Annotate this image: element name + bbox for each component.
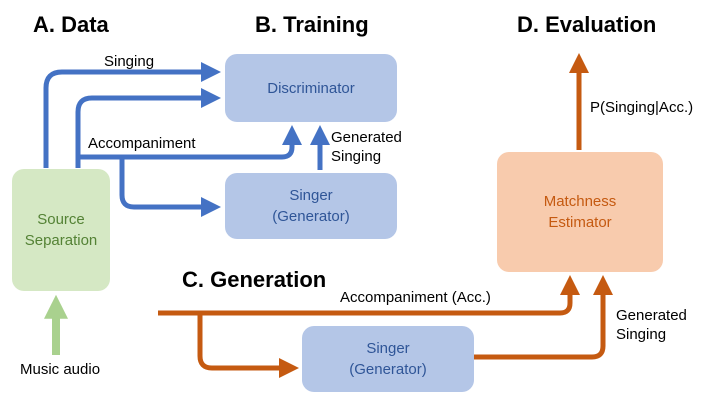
generated-singing-generation-label: Generated Singing (616, 306, 687, 344)
accompaniment-to-singer-arrow (119, 157, 221, 217)
accompaniment-to-generation-singer-arrow (197, 313, 299, 378)
generated-singing-training-line2: Singing (331, 148, 382, 165)
accompaniment-to-discriminator-arrow (75, 88, 221, 168)
source-separation-line2: Separation (24, 232, 98, 249)
section-heading-evaluation: D. Evaluation (517, 12, 657, 37)
generated-singing-training-line1: Generated (331, 129, 402, 146)
probability-label: P(Singing|Acc.) (590, 99, 694, 116)
section-heading-data: A. Data (33, 12, 109, 37)
source-separation-line1: Source (37, 211, 85, 228)
discriminator-box: Discriminator (225, 54, 397, 122)
singer-generation-box: Singer (Generator) (302, 326, 474, 392)
singer-training-box: Singer (Generator) (225, 173, 397, 239)
singing-arrow (43, 62, 221, 168)
section-heading-training: B. Training (255, 12, 369, 37)
section-heading-generation: C. Generation (182, 267, 327, 292)
accompaniment-acc-arrow (158, 275, 580, 316)
generated-singing-generation-arrow (474, 275, 613, 360)
matchness-estimator-line2: Estimator (548, 214, 612, 231)
music-audio-label: Music audio (20, 361, 101, 378)
generated-singing-generation-line1: Generated (616, 307, 687, 324)
matchness-estimator-box: Matchness Estimator (497, 152, 663, 272)
source-separation-box: Source Separation (12, 169, 110, 291)
singer-generation-line1: Singer (366, 340, 410, 357)
matchness-estimator-line1: Matchness (543, 193, 617, 210)
singer-training-line2: (Generator) (272, 208, 350, 225)
singer-training-line1: Singer (289, 187, 333, 204)
accompaniment-label: Accompaniment (88, 135, 196, 152)
singer-generation-line2: (Generator) (349, 361, 427, 378)
generated-singing-generation-line2: Singing (616, 326, 667, 343)
accompaniment-acc-label: Accompaniment (Acc.) (340, 289, 491, 306)
accompaniment-up-arrow (78, 125, 302, 160)
discriminator-label: Discriminator (267, 79, 355, 97)
singing-label: Singing (104, 53, 155, 70)
generated-singing-training-label: Generated Singing (331, 128, 402, 166)
